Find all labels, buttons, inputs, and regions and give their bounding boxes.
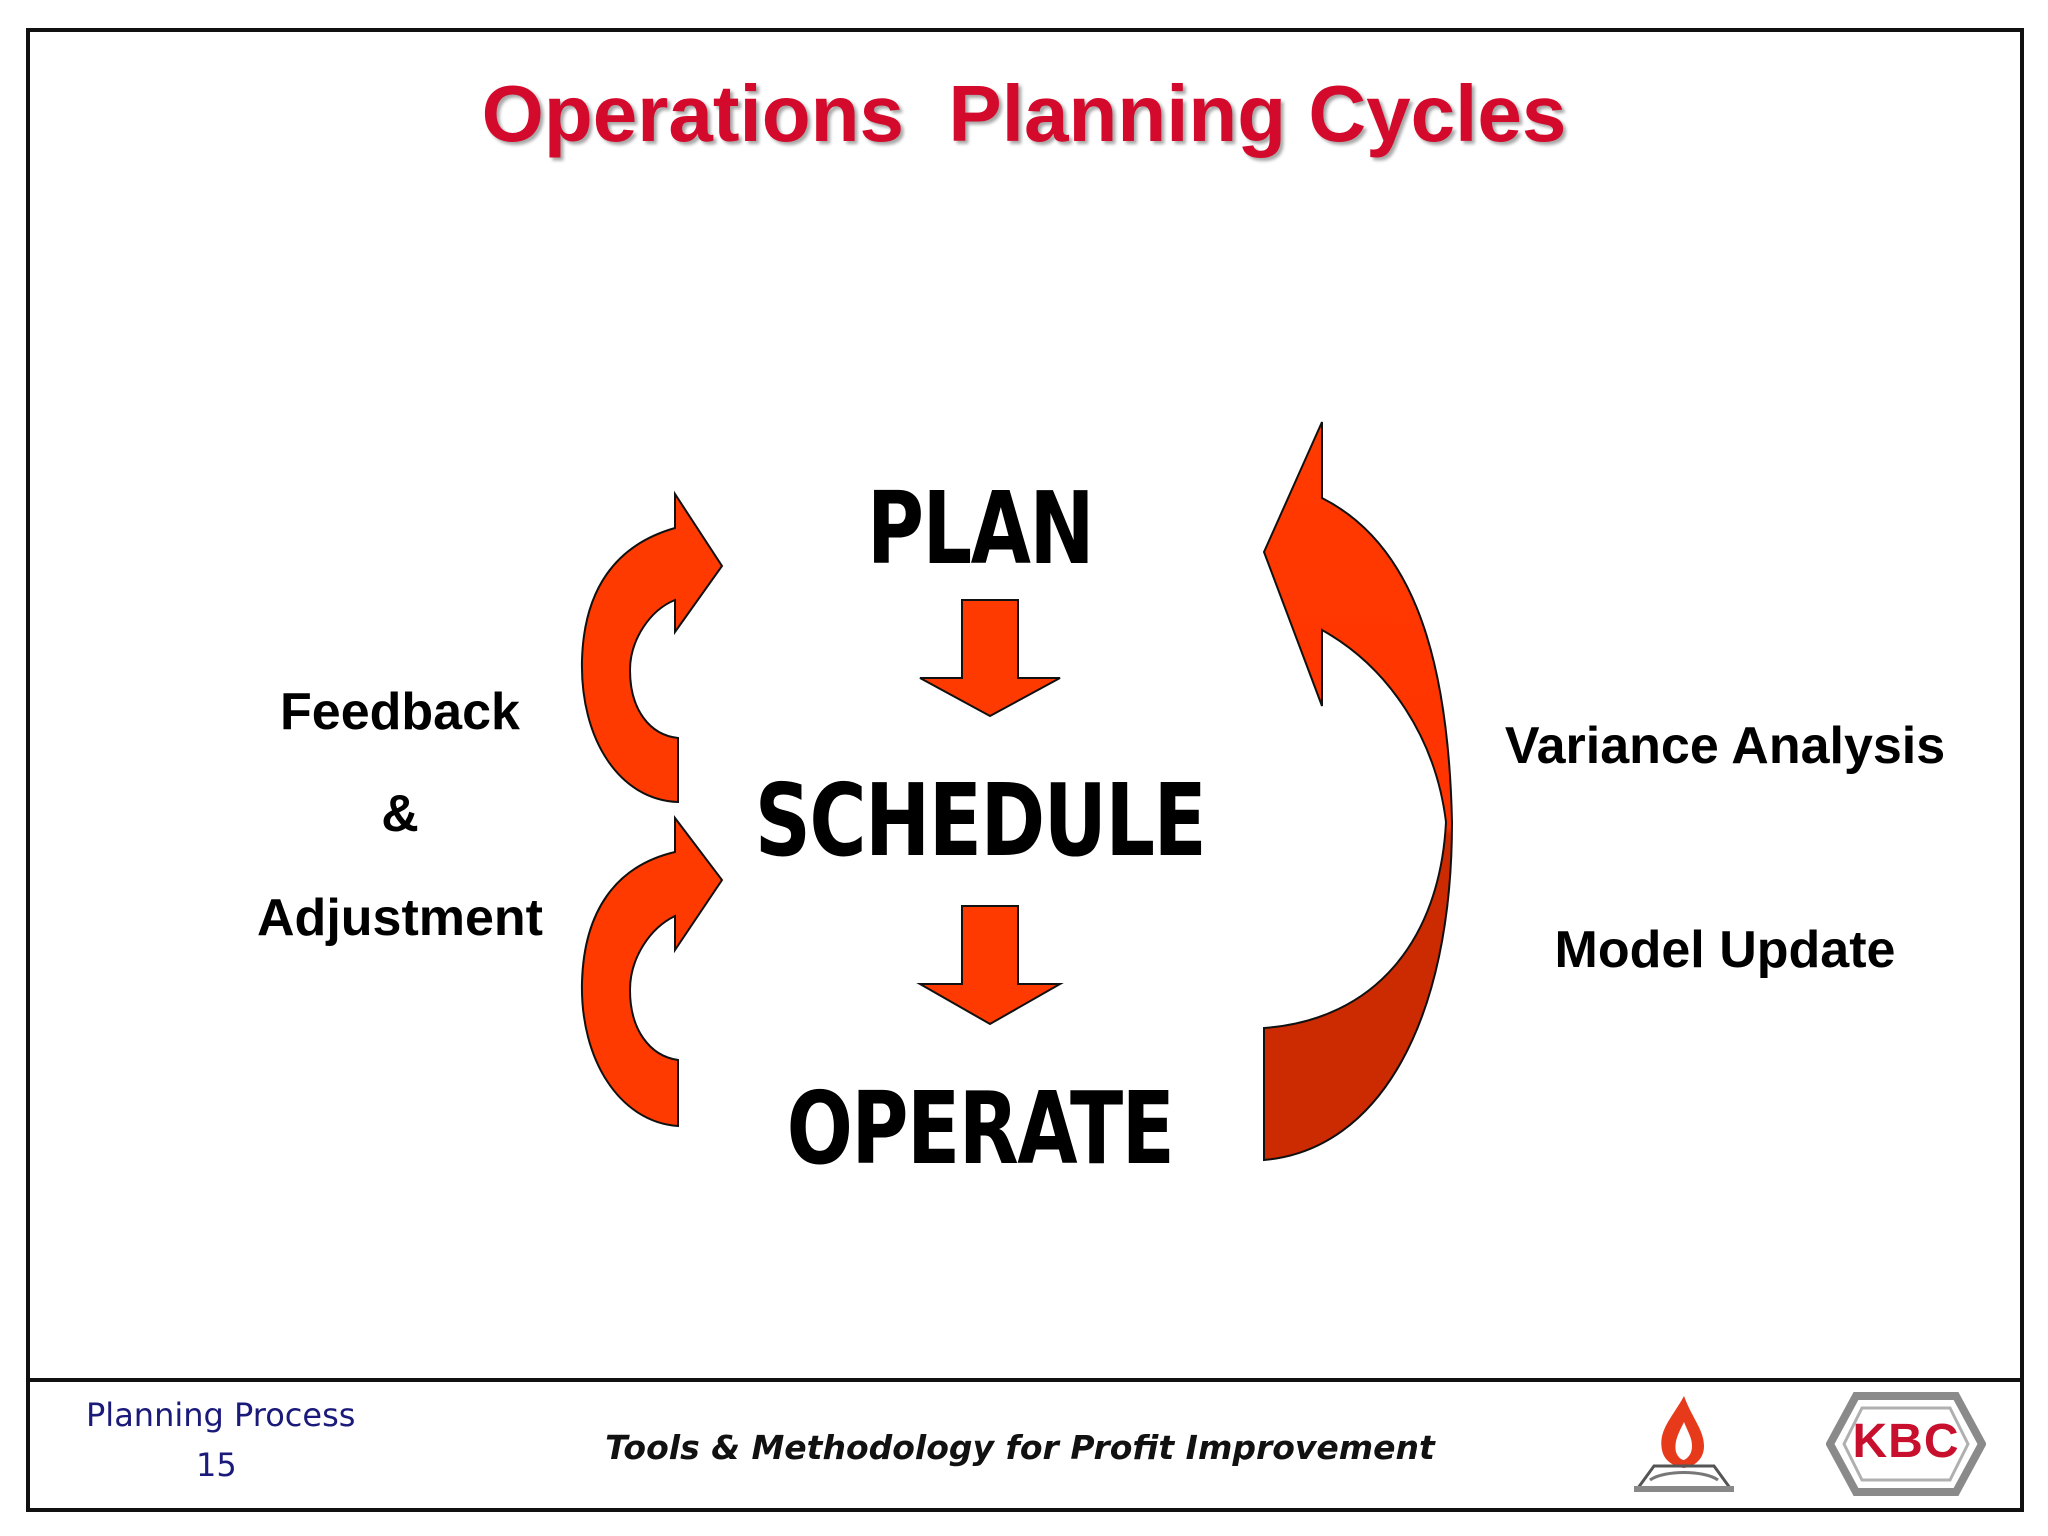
feedback-arrow-lower [580,815,724,1128]
label-variance-analysis: Variance Analysis [1504,717,1946,775]
footer-page-number: 15 [196,1446,237,1484]
kbc-logo: KBC [1825,1392,1987,1496]
down-arrow-schedule-operate [916,905,1064,1026]
slide-title: Operations Planning Cycles [481,69,1567,158]
stage-plan: PLAN [866,470,1095,587]
label-ampersand: & [381,785,419,843]
down-arrow-plan-schedule [919,599,1061,718]
footer-section: Planning Process [86,1396,356,1434]
footer-divider [26,1378,2024,1382]
kbc-logo-icon [1825,1392,1987,1496]
feedback-arrow-upper [580,490,724,804]
label-feedback: Feedback [280,683,520,741]
label-model-update: Model Update [1554,921,1896,979]
label-adjustment: Adjustment [257,889,543,947]
variance-arrow [1262,421,1454,1162]
kbc-logo-text: KBC [1852,1415,1960,1468]
footer-tagline: Tools & Methodology for Profit Improveme… [605,1428,1435,1467]
stage-operate: OPERATE [786,1070,1175,1187]
stage-schedule: SCHEDULE [754,762,1207,879]
slide-frame [26,28,2024,1512]
flame-logo-icon [1634,1396,1734,1492]
